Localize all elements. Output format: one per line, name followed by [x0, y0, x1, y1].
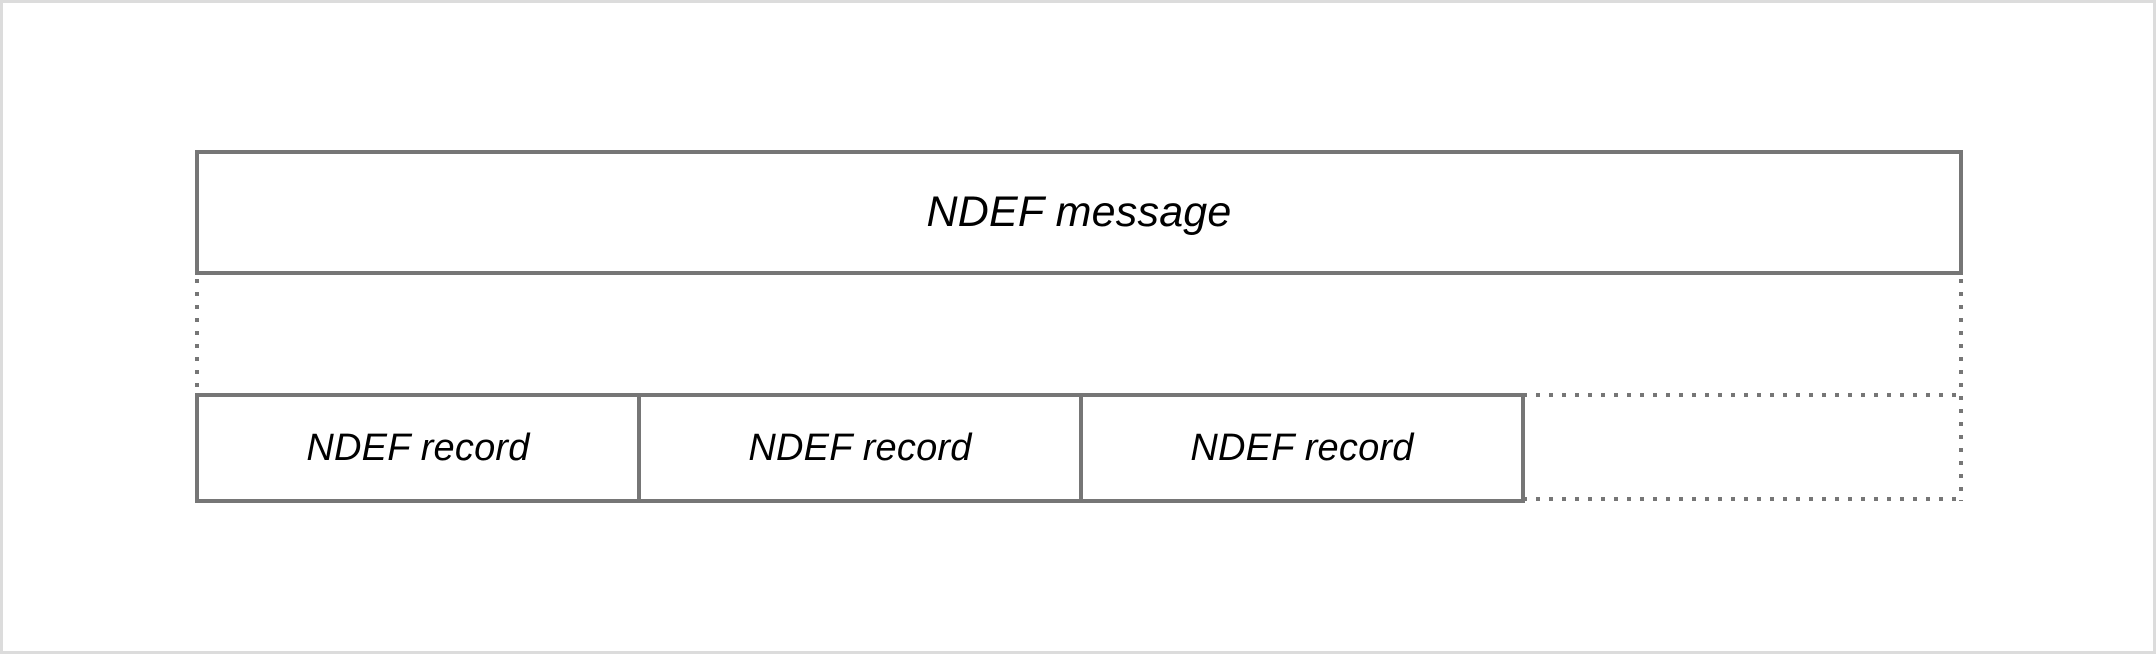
ndef-message-label: NDEF message — [926, 188, 1232, 236]
ndef-record-label: NDEF record — [306, 426, 530, 469]
ndef-record-label: NDEF record — [748, 426, 972, 469]
ndef-record-box: NDEF record — [1079, 393, 1525, 503]
record-continuation-bottom-edge — [1523, 497, 1963, 501]
ndef-record-label: NDEF record — [1190, 426, 1414, 469]
ndef-record-row: NDEF record NDEF record NDEF record — [195, 393, 1525, 503]
expansion-connector-left — [195, 279, 199, 397]
expansion-connector-right — [1959, 279, 1963, 501]
ndef-record-box: NDEF record — [195, 393, 641, 503]
ndef-record-box: NDEF record — [637, 393, 1083, 503]
record-continuation-top-edge — [1523, 393, 1963, 397]
ndef-message-box: NDEF message — [195, 150, 1963, 275]
